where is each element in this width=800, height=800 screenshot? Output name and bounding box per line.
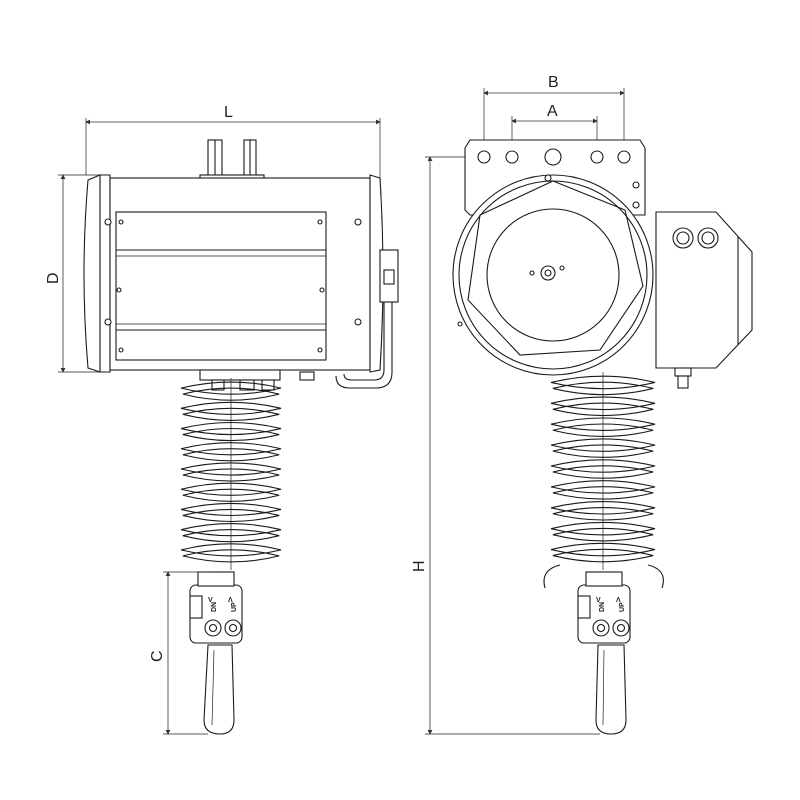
drum-front bbox=[452, 174, 654, 376]
up-arrow-label-left: Λ bbox=[228, 597, 233, 604]
down-button-label-left: DN bbox=[211, 602, 218, 612]
down-button-label-right: DN bbox=[599, 602, 606, 612]
up-button-label-right: UP bbox=[619, 602, 626, 612]
dimension-C-label: C bbox=[149, 650, 166, 662]
drum-body bbox=[83, 174, 399, 391]
dimension-A-label: A bbox=[547, 103, 558, 120]
coil-hose-left bbox=[180, 378, 282, 570]
control-box bbox=[655, 211, 753, 389]
dimension-H-label: H bbox=[411, 560, 428, 572]
front-view: B A H bbox=[411, 74, 753, 735]
side-view: L D bbox=[45, 104, 399, 735]
coil-hose-right bbox=[550, 372, 656, 570]
up-button-label-left: UP bbox=[231, 602, 238, 612]
dimension-L-label: L bbox=[224, 104, 233, 121]
cable-loop bbox=[543, 564, 664, 589]
dimension-L: L bbox=[85, 104, 381, 178]
dimension-C: C bbox=[149, 571, 210, 735]
dimension-B-label: B bbox=[548, 74, 559, 91]
pendant-left: V Λ DN UP bbox=[189, 571, 243, 735]
pendant-right: V Λ DN UP bbox=[577, 571, 631, 735]
down-arrow-label-left: V bbox=[208, 597, 213, 604]
dimension-H: H bbox=[411, 156, 600, 735]
dimension-D: D bbox=[45, 174, 100, 373]
dimension-D-label: D bbox=[45, 272, 62, 284]
down-arrow-label-right: V bbox=[596, 597, 601, 604]
up-arrow-label-right: Λ bbox=[616, 597, 621, 604]
